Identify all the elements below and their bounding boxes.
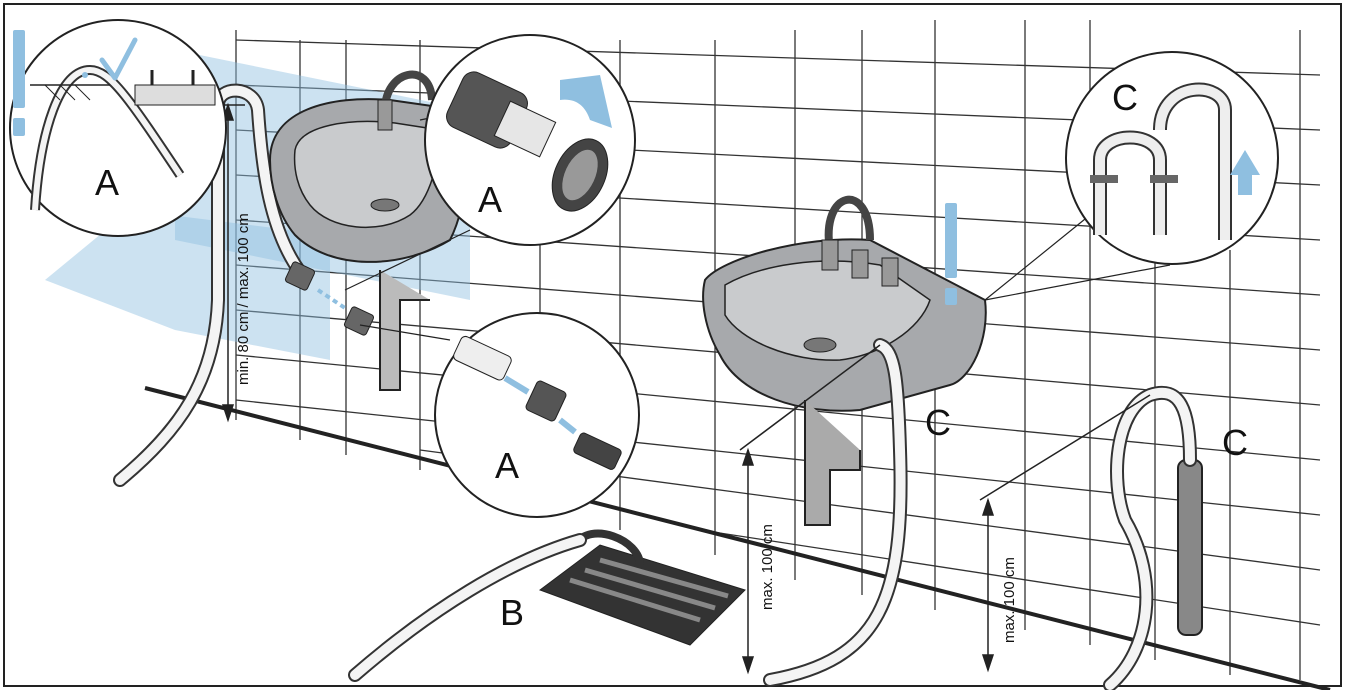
- dimension-right-label: max. 100 cm: [1001, 557, 1018, 643]
- sink-middle: [702, 195, 987, 526]
- label-a1: A: [95, 162, 119, 203]
- inset-a1: [9, 19, 227, 237]
- floor-drain: [538, 529, 746, 646]
- arrow-icon-c1: [1230, 150, 1260, 195]
- standpipe-right: [1177, 459, 1203, 636]
- label-c3: C: [1222, 422, 1248, 463]
- label-b: B: [500, 592, 524, 633]
- label-c2: C: [925, 402, 951, 443]
- inset-a3: [359, 312, 640, 518]
- dimension-right: [979, 394, 1151, 673]
- hose-connector-left: [284, 261, 375, 336]
- label-a3: A: [495, 445, 519, 486]
- dimension-middle: [739, 344, 881, 675]
- warning-icon-left: [13, 30, 25, 136]
- dimension-middle-label: max. 100 cm: [759, 524, 776, 610]
- inset-c1: [984, 51, 1279, 301]
- label-c1: C: [1112, 77, 1138, 118]
- sink-left: [268, 70, 468, 391]
- arrow-icon-a2: [560, 75, 612, 128]
- warning-icon-middle: [945, 203, 957, 305]
- check-icon: [99, 37, 138, 81]
- label-a2: A: [478, 179, 502, 220]
- dimension-left-label: min. 80 cm / max. 100 cm: [235, 213, 252, 385]
